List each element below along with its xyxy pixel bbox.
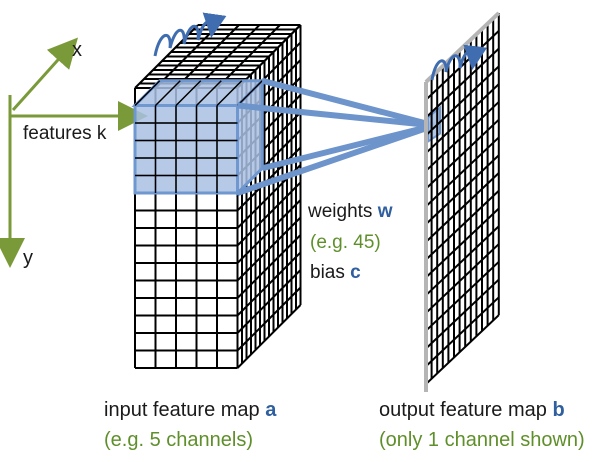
- output-rotate-icon: [430, 44, 488, 81]
- output-grid-line: [425, 136, 500, 208]
- weights-label: weights w: [308, 202, 392, 221]
- grid-line: [236, 216, 302, 282]
- output-grid-line: [425, 30, 500, 101]
- output-grid-line: [425, 261, 500, 332]
- output-grid-line: [425, 101, 500, 172]
- output-feature-map: [424, 11, 501, 392]
- output-grid-line: [425, 83, 500, 154]
- kernel-grid-line: [154, 80, 181, 107]
- kernel-grid-line: [216, 80, 243, 107]
- connector-line: [237, 102, 435, 129]
- input-map-note: (e.g. 5 channels): [104, 429, 253, 451]
- grid-line: [236, 199, 302, 264]
- output-map-label: output feature map b: [379, 400, 565, 420]
- bias-var: c: [350, 262, 361, 283]
- bias-text: bias: [310, 262, 351, 283]
- output-grid-line: [425, 172, 500, 243]
- input-rotate-icon: [153, 12, 227, 57]
- grid-line: [236, 251, 302, 317]
- output-grid-line: [425, 243, 500, 314]
- output-grid-line: [425, 154, 500, 225]
- output-grid-line: [425, 118, 500, 190]
- features-k-label: features k: [23, 123, 107, 144]
- output-grid-line: [425, 225, 500, 296]
- weights-note: (e.g. 45): [310, 232, 381, 253]
- output-grid-line: [425, 314, 500, 385]
- grid-line: [236, 24, 302, 89]
- kernel-grid-line: [134, 80, 161, 107]
- rotate-arrows: [153, 12, 488, 81]
- output-grid-line: [425, 278, 500, 350]
- grid-line: [236, 286, 302, 352]
- weights-var: w: [377, 201, 393, 222]
- grid-line: [236, 181, 302, 247]
- kernel-front: [133, 104, 239, 195]
- connector-line: [236, 122, 435, 196]
- output-grid-line: [425, 296, 500, 367]
- input-map-text: input feature map: [104, 399, 266, 421]
- y-axis-label: y: [23, 247, 33, 269]
- kernel-grid-line: [195, 80, 222, 107]
- kernel-grid-line: [175, 80, 202, 107]
- input-map-label: input feature map a: [104, 400, 276, 420]
- output-grid-line: [425, 65, 500, 137]
- grid-line: [236, 146, 302, 212]
- kernel-grid-line: [236, 80, 263, 107]
- grid-line: [236, 304, 302, 369]
- weights-text: weights: [308, 201, 378, 222]
- x-axis-arrow: [11, 37, 79, 112]
- input-feature-map: [134, 24, 302, 369]
- connector-line: [261, 77, 435, 129]
- grid-line: [236, 269, 302, 334]
- output-grid-line: [425, 207, 500, 279]
- kernel-window: [131, 77, 266, 197]
- output-map-note: (only 1 channel shown): [379, 429, 585, 451]
- x-axis-label: x: [72, 39, 82, 61]
- input-map-var: a: [265, 399, 277, 421]
- kernel-connector: [236, 77, 441, 196]
- bias-label: bias c: [310, 263, 361, 282]
- output-edge: [424, 11, 501, 84]
- output-map-text: output feature map: [379, 399, 553, 421]
- output-map-var: b: [552, 399, 565, 421]
- output-grid-line: [425, 190, 500, 261]
- grid-line: [236, 234, 302, 299]
- axis-group: [0, 37, 148, 268]
